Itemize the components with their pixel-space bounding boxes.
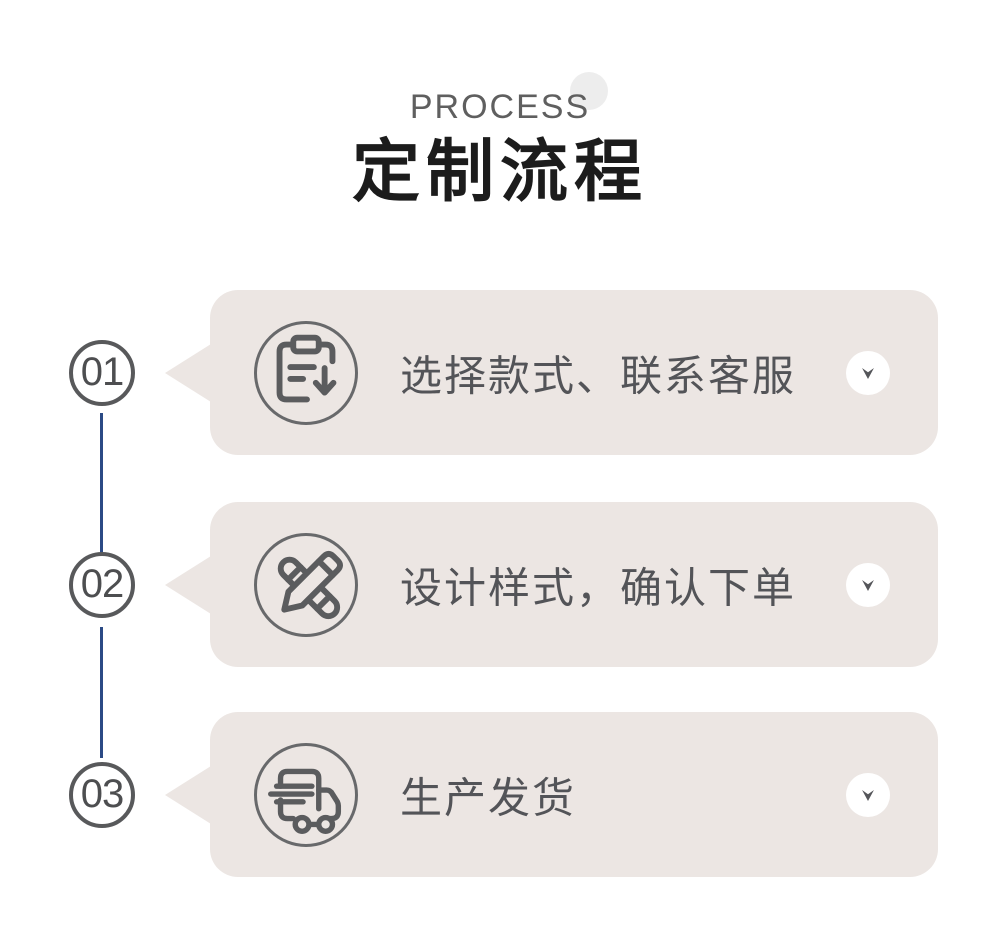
step-number: 03 — [80, 772, 124, 816]
step-number-badge: 02 — [69, 551, 135, 618]
eyebrow-dot — [570, 72, 609, 110]
step-label: 选择款式、联系客服 — [400, 352, 797, 399]
expand-step-button[interactable] — [846, 772, 890, 817]
card-pointer — [165, 555, 211, 614]
step-row-1: 01 选择款式、联系客服 — [0, 290, 1000, 455]
eyebrow-wrap: PROCESS — [409, 72, 609, 127]
step-number: 01 — [80, 350, 124, 394]
expand-step-button[interactable] — [846, 350, 890, 395]
step-label: 设计样式，确认下单 — [400, 564, 797, 611]
step-label: 生产发货 — [400, 774, 577, 821]
timeline-connector — [100, 627, 103, 758]
chevron-down-icon — [862, 789, 874, 801]
page-title: 定制流程 — [351, 134, 648, 210]
step-number-badge: 01 — [69, 339, 135, 406]
design-pencil-icon — [254, 532, 358, 637]
step-number-badge: 03 — [69, 761, 135, 828]
step-card[interactable]: 选择款式、联系客服 — [165, 290, 938, 455]
step-row-3: 03 生产发货 — [0, 712, 1000, 877]
delivery-truck-icon — [254, 742, 358, 847]
clipboard-order-icon — [254, 320, 358, 425]
card-pointer — [165, 343, 211, 402]
section-eyebrow: PROCESS — [409, 88, 591, 126]
expand-step-button[interactable] — [846, 562, 890, 607]
chevron-down-icon — [862, 579, 874, 591]
step-card[interactable]: 设计样式，确认下单 — [165, 502, 938, 667]
step-row-2: 02 设计样式，确认下单 — [0, 502, 1000, 667]
section-header: PROCESS 定制流程 — [0, 0, 1000, 211]
timeline-connector — [100, 413, 103, 553]
step-card[interactable]: 生产发货 — [165, 712, 938, 877]
chevron-down-icon — [862, 367, 874, 379]
card-pointer — [165, 765, 211, 824]
step-number: 02 — [80, 562, 124, 606]
